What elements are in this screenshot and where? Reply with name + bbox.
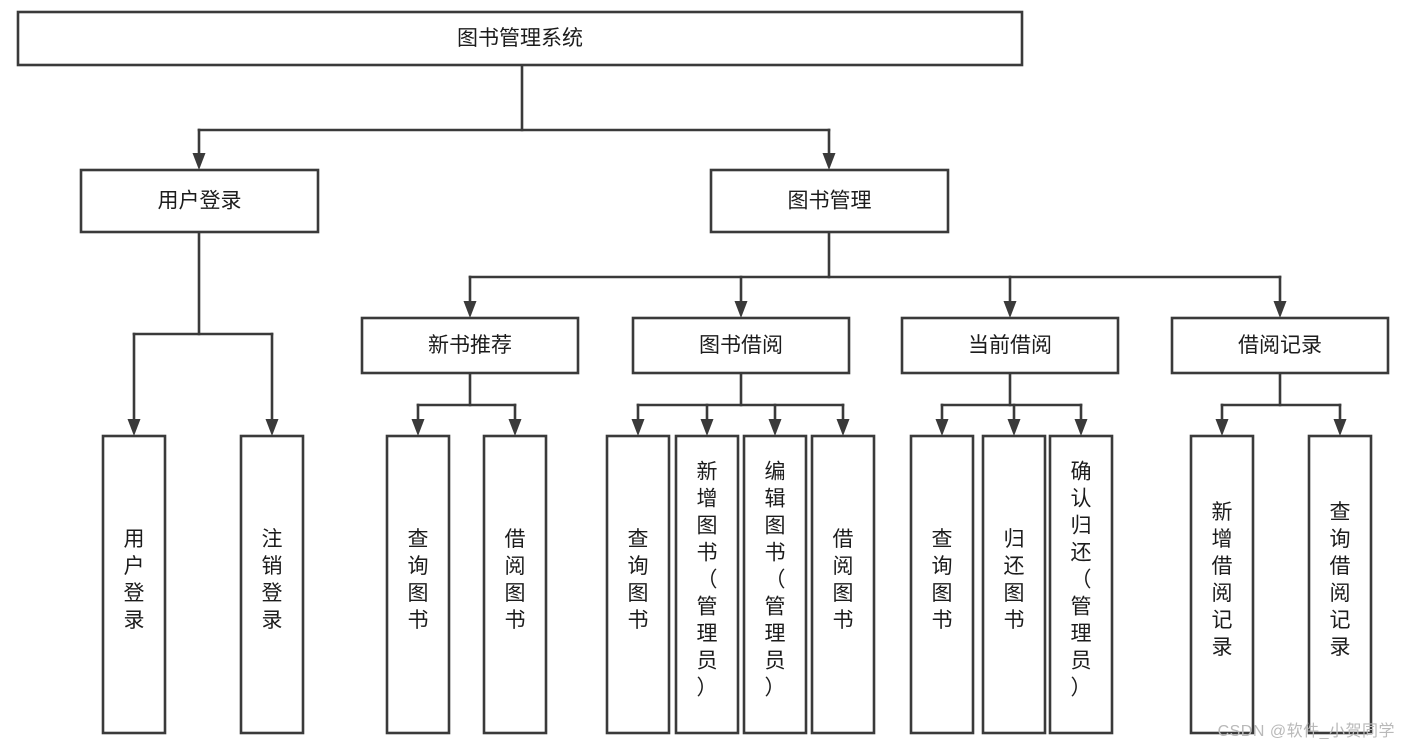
node-label-leaf-edit-book: 编辑图书（管理员） — [765, 461, 786, 700]
node-box-leaf-query-book-3[interactable] — [909, 434, 975, 735]
node-box-root[interactable] — [16, 10, 1024, 67]
node-label-leaf-confirm-return: 确认归还（管理员） — [1071, 461, 1092, 700]
node-leaf-add-borrow-record[interactable]: 新增借阅记录 — [1189, 434, 1255, 735]
node-box-leaf-query-book-1[interactable] — [385, 434, 451, 735]
node-box-current-borrow[interactable] — [900, 316, 1120, 375]
arrow-head-icon — [700, 419, 714, 436]
arrow-head-icon — [1074, 419, 1088, 436]
arrow-head-icon — [1333, 419, 1347, 436]
arrow-head-icon — [935, 419, 949, 436]
node-label-leaf-query-borrow-record: 查询借阅记录 — [1330, 501, 1351, 659]
node-leaf-return-book[interactable]: 归还图书 — [981, 434, 1047, 735]
node-book-management[interactable]: 图书管理 — [709, 168, 950, 234]
node-box-leaf-borrow-book-2[interactable] — [810, 434, 876, 735]
arrow-head-icon — [768, 419, 782, 436]
connector-group-user-login — [127, 230, 279, 436]
connector-layer — [127, 63, 1347, 436]
arrow-head-icon — [265, 419, 279, 436]
node-leaf-confirm-return[interactable]: 确认归还（管理员） — [1048, 434, 1114, 735]
arrow-head-icon — [1007, 419, 1021, 436]
node-leaf-borrow-book-2[interactable]: 借阅图书 — [810, 434, 876, 735]
node-leaf-user-login[interactable]: 用户登录 — [101, 434, 167, 735]
node-label-book-management: 图书管理 — [788, 190, 872, 213]
connector-group-book-management — [463, 230, 1287, 318]
node-label-leaf-borrow-book-1: 借阅图书 — [505, 528, 526, 632]
node-box-leaf-user-login[interactable] — [101, 434, 167, 735]
node-label-user-login: 用户登录 — [158, 190, 242, 213]
node-box-leaf-add-book[interactable] — [674, 434, 740, 735]
node-leaf-add-book[interactable]: 新增图书（管理员） — [674, 434, 740, 735]
connector-group-book-borrow — [631, 371, 850, 436]
connector-group-root — [192, 63, 836, 170]
node-layer: 图书管理系统用户登录图书管理新书推荐图书借阅当前借阅借阅记录用户登录注销登录查询… — [16, 10, 1390, 735]
node-label-book-borrow: 图书借阅 — [699, 334, 783, 357]
arrow-head-icon — [836, 419, 850, 436]
node-leaf-query-book-1[interactable]: 查询图书 — [385, 434, 451, 735]
node-leaf-query-borrow-record[interactable]: 查询借阅记录 — [1307, 434, 1373, 735]
arrow-head-icon — [127, 419, 141, 436]
arrow-head-icon — [631, 419, 645, 436]
connector-group-current-borrow — [935, 371, 1088, 436]
node-leaf-borrow-book-1[interactable]: 借阅图书 — [482, 434, 548, 735]
node-label-leaf-add-borrow-record: 新增借阅记录 — [1212, 501, 1233, 659]
node-box-user-login[interactable] — [79, 168, 320, 234]
node-current-borrow[interactable]: 当前借阅 — [900, 316, 1120, 375]
arrow-head-icon — [411, 419, 425, 436]
node-box-leaf-add-borrow-record[interactable] — [1189, 434, 1255, 735]
node-label-borrow-record: 借阅记录 — [1238, 334, 1322, 357]
node-box-leaf-query-book-2[interactable] — [605, 434, 671, 735]
node-label-current-borrow: 当前借阅 — [968, 334, 1052, 357]
node-leaf-edit-book[interactable]: 编辑图书（管理员） — [742, 434, 808, 735]
arrow-head-icon — [734, 301, 748, 318]
node-box-book-borrow[interactable] — [631, 316, 851, 375]
node-box-new-book-recommend[interactable] — [360, 316, 580, 375]
node-user-login[interactable]: 用户登录 — [79, 168, 320, 234]
node-box-leaf-edit-book[interactable] — [742, 434, 808, 735]
node-box-book-management[interactable] — [709, 168, 950, 234]
connector-group-borrow-record — [1215, 371, 1347, 436]
node-leaf-query-book-3[interactable]: 查询图书 — [909, 434, 975, 735]
node-label-leaf-add-book: 新增图书（管理员） — [697, 461, 718, 700]
arrow-head-icon — [508, 419, 522, 436]
node-label-leaf-query-book-3: 查询图书 — [932, 528, 953, 632]
arrow-head-icon — [192, 153, 206, 170]
node-book-borrow[interactable]: 图书借阅 — [631, 316, 851, 375]
node-new-book-recommend[interactable]: 新书推荐 — [360, 316, 580, 375]
node-borrow-record[interactable]: 借阅记录 — [1170, 316, 1390, 375]
node-box-leaf-logout[interactable] — [239, 434, 305, 735]
node-label-leaf-query-book-1: 查询图书 — [408, 528, 429, 632]
node-label-leaf-borrow-book-2: 借阅图书 — [833, 528, 854, 632]
connector-group-new-book-recommend — [411, 371, 522, 436]
node-label-leaf-logout: 注销登录 — [262, 528, 283, 632]
node-box-borrow-record[interactable] — [1170, 316, 1390, 375]
node-box-leaf-confirm-return[interactable] — [1048, 434, 1114, 735]
arrow-head-icon — [1003, 301, 1017, 318]
node-label-leaf-user-login: 用户登录 — [124, 528, 145, 632]
arrow-head-icon — [463, 301, 477, 318]
node-label-new-book-recommend: 新书推荐 — [428, 334, 512, 357]
node-label-root: 图书管理系统 — [457, 27, 583, 50]
node-label-leaf-return-book: 归还图书 — [1004, 528, 1025, 632]
node-leaf-logout[interactable]: 注销登录 — [239, 434, 305, 735]
node-box-leaf-borrow-book-1[interactable] — [482, 434, 548, 735]
node-box-leaf-return-book[interactable] — [981, 434, 1047, 735]
arrow-head-icon — [822, 153, 836, 170]
node-root[interactable]: 图书管理系统 — [16, 10, 1024, 67]
arrow-head-icon — [1215, 419, 1229, 436]
node-box-leaf-query-borrow-record[interactable] — [1307, 434, 1373, 735]
arrow-head-icon — [1273, 301, 1287, 318]
node-leaf-query-book-2[interactable]: 查询图书 — [605, 434, 671, 735]
node-label-leaf-query-book-2: 查询图书 — [628, 528, 649, 632]
